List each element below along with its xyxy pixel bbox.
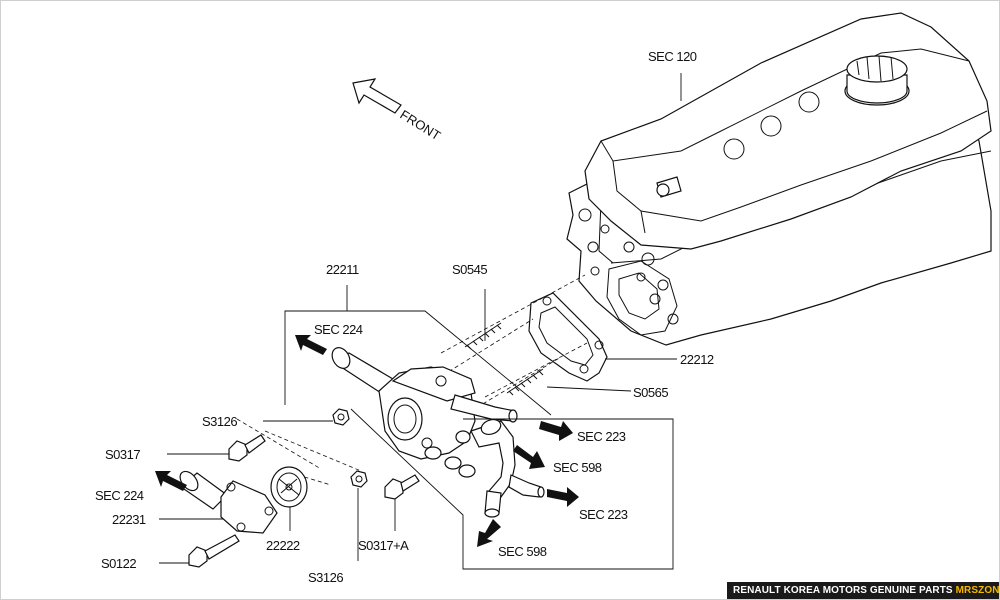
footer-brand: RENAULT KOREA MOTORS GENUINE PARTS [733,585,953,596]
arrow-sec598-bottom [477,519,501,547]
label-sec-224-left: SEC 224 [95,488,144,503]
stud-bolt-s0565 [506,368,544,396]
label-s0122: S0122 [101,556,136,571]
arrow-sec223-right [547,487,579,507]
label-22211: 22211 [326,262,359,277]
bolt-s0317 [228,434,266,462]
label-sec-598-bottom: SEC 598 [498,544,547,559]
label-sec-598-right: SEC 598 [553,460,602,475]
front-label: FRONT [397,107,443,143]
label-22212: 22212 [680,352,714,367]
label-s0545: S0545 [452,262,487,277]
alignment-lines [236,274,588,486]
label-s0317: S0317 [105,447,140,462]
gasket-22212 [528,292,608,382]
label-sec-224-top: SEC 224 [314,322,363,337]
label-s0565: S0565 [633,385,668,400]
label-s0317a: S0317+A [358,538,409,553]
label-s3126-bottom: S3126 [308,570,343,585]
thermostat-housing-22211 [331,347,545,518]
label-s3126-top: S3126 [202,414,237,429]
front-direction-arrow [352,78,402,114]
engine-head-assembly [566,12,992,346]
arrow-sec223-top [539,421,573,441]
nut-s3126-top [332,408,350,426]
label-sec-120: SEC 120 [648,49,697,64]
footer-watermark: RENAULT KOREA MOTORS GENUINE PARTS MRSZO… [727,582,999,599]
arrow-sec224-left [155,471,187,491]
stud-bolt-s0545 [464,322,502,350]
water-inlet-22231 [179,470,278,534]
bolt-s0122 [188,534,240,568]
label-22222: 22222 [266,538,300,553]
bolt-s0317a [384,474,420,500]
arrow-sec598-right [513,445,545,469]
label-22231: 22231 [112,512,146,527]
footer-site: MRSZONE [955,585,1000,596]
label-sec-223-top: SEC 223 [577,429,626,444]
oil-filler-cap [844,55,910,106]
thermostat-22222 [270,466,308,508]
arrow-sec224-top [295,335,327,355]
label-sec-223-right: SEC 223 [579,507,628,522]
nut-s3126-bottom [350,470,368,488]
